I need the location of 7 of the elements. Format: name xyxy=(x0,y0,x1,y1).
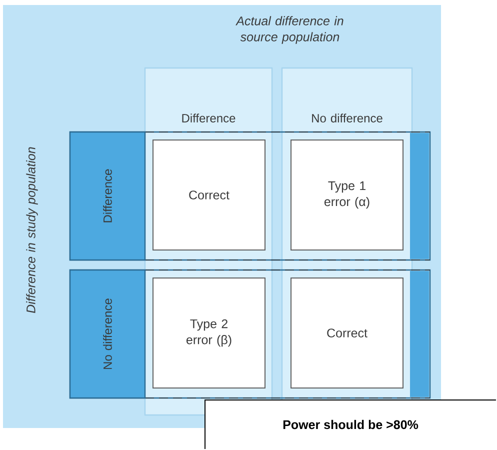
outcome-box: Correct xyxy=(290,278,404,388)
axis-title: Difference in study population xyxy=(26,147,38,313)
outcome-box: Type 1 error (α) xyxy=(290,140,404,250)
note-box: Power should be >80% xyxy=(204,400,496,450)
axis-title: Actual difference in source population xyxy=(236,16,344,44)
outcome-box: Type 2 error (β) xyxy=(152,278,266,388)
outcome-box: Correct xyxy=(152,140,266,250)
